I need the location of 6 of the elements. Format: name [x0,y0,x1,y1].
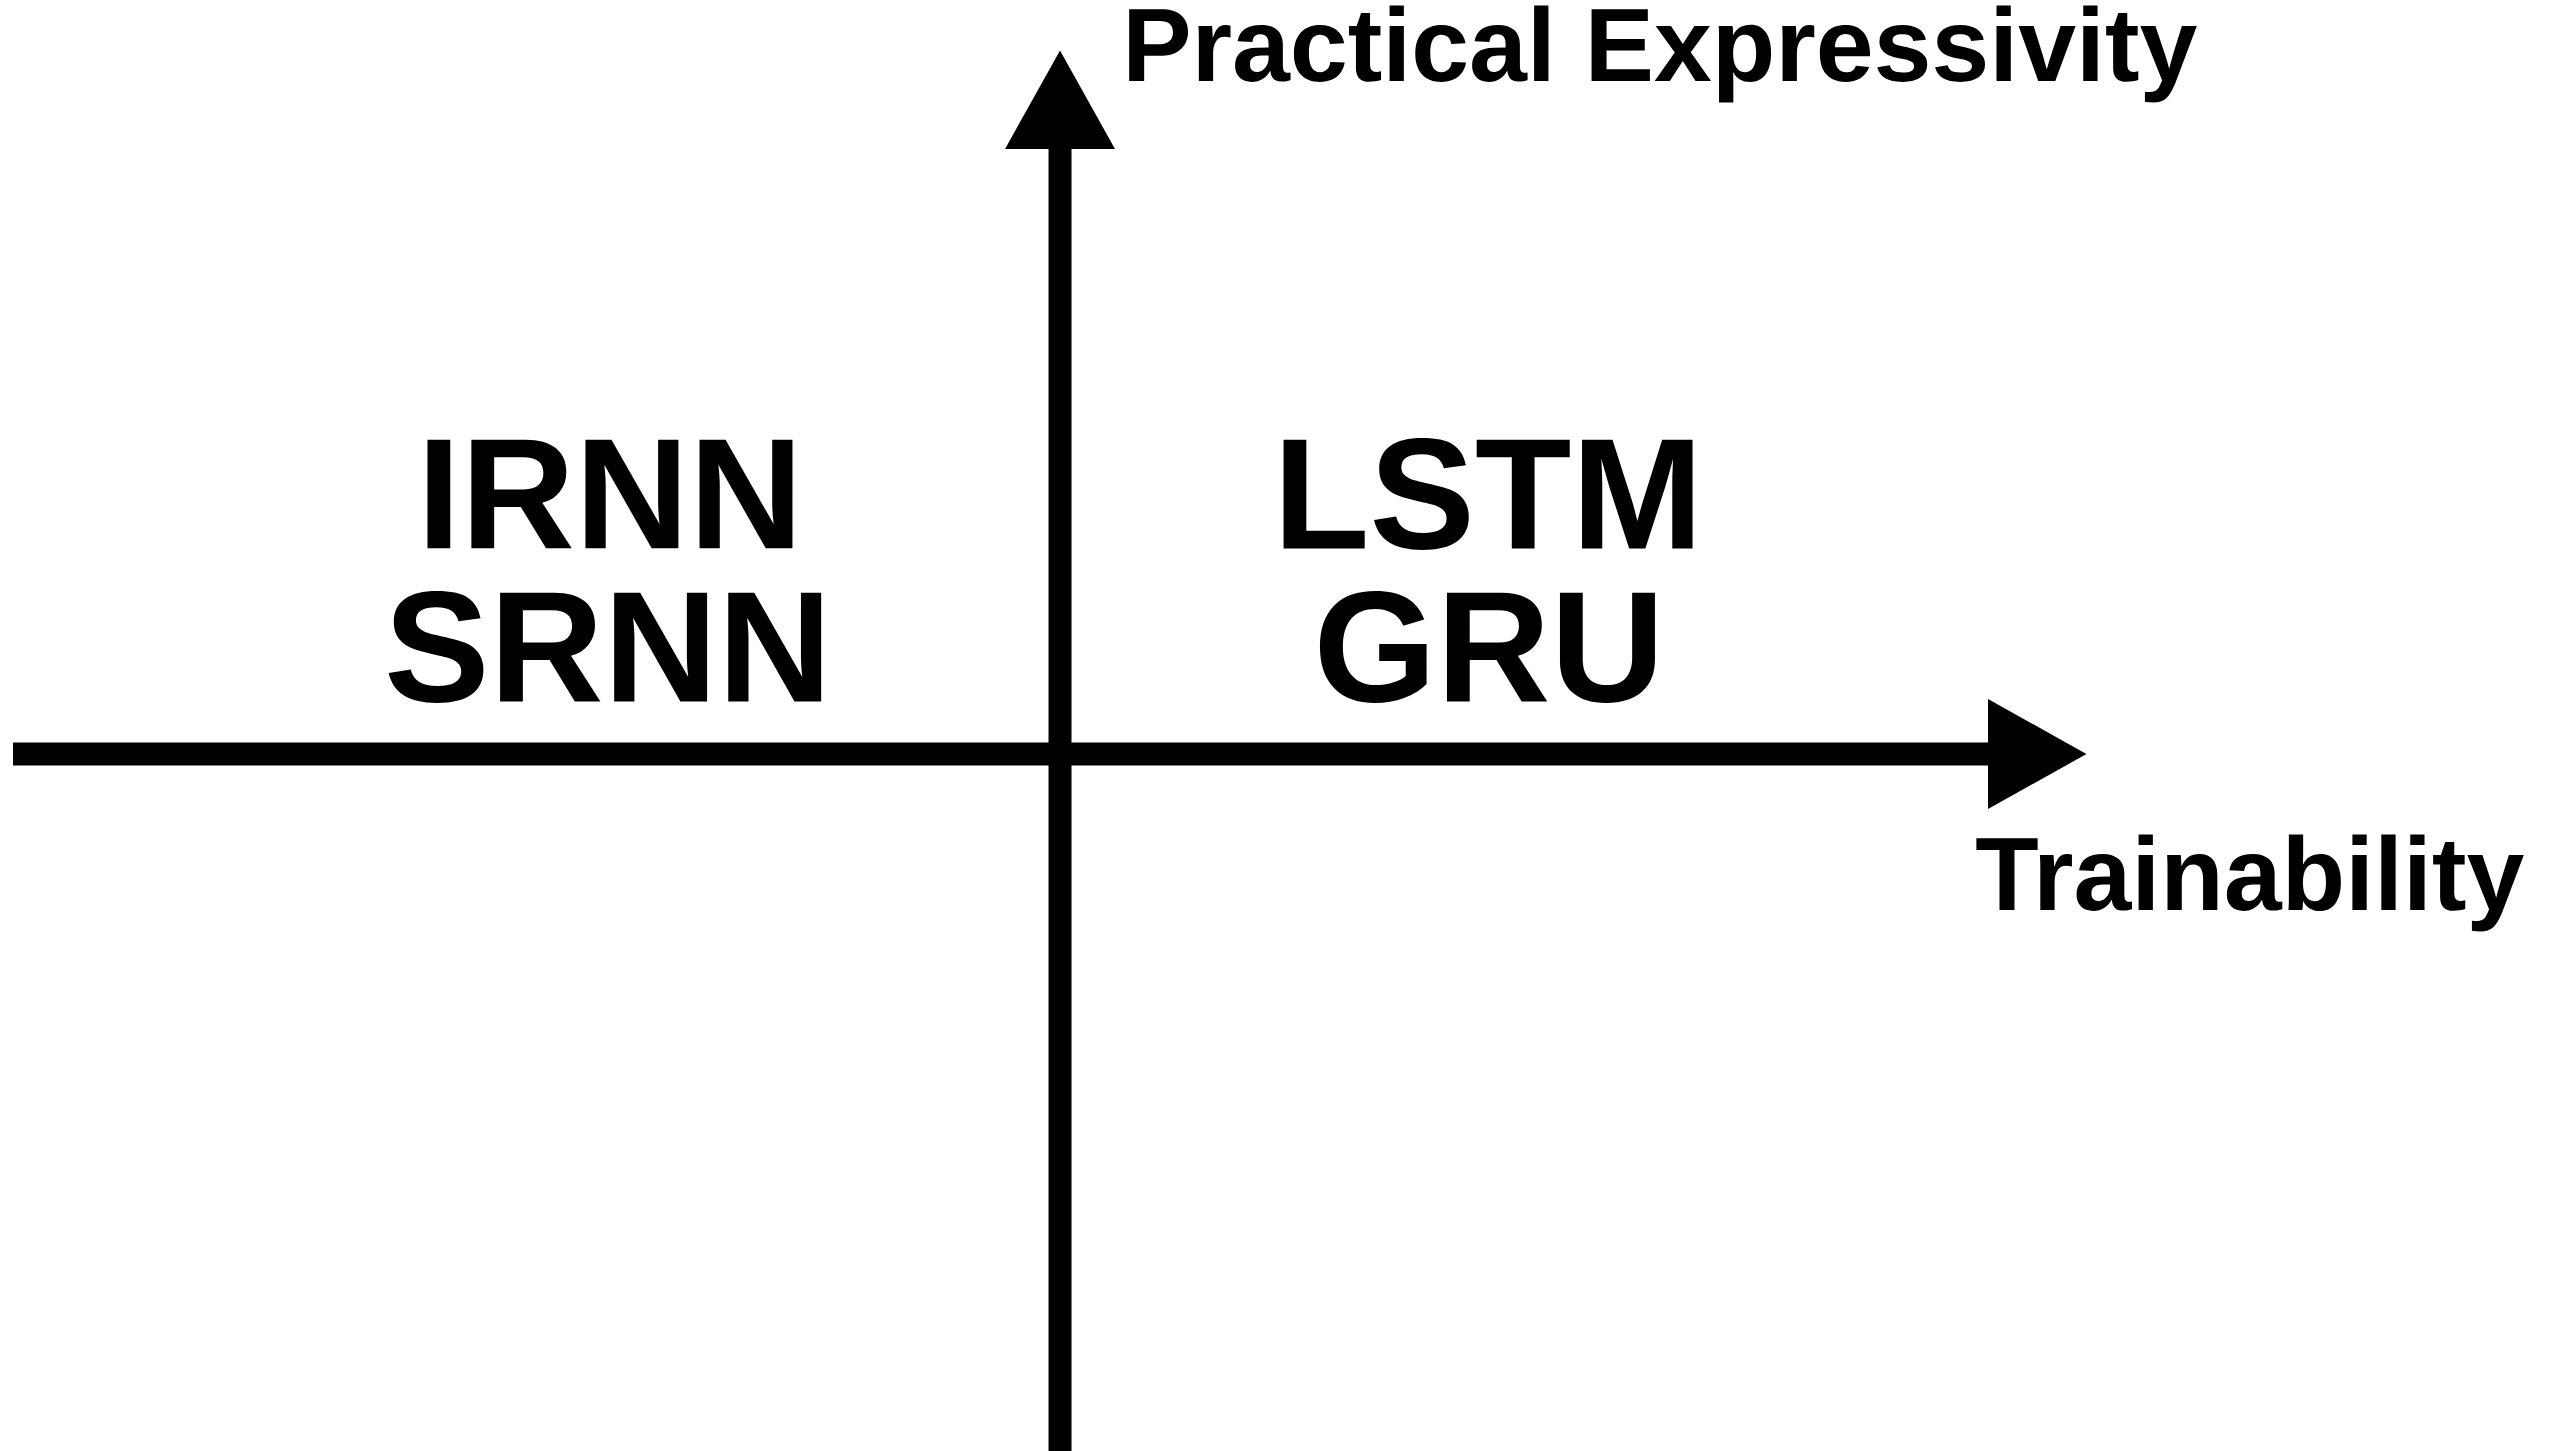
model-label: LSTM [1283,438,1693,550]
model-label: SRNN [388,591,822,703]
model-label: IRNN [427,439,793,549]
model-label: GRU [1319,591,1655,703]
axis-label: Practical Expressivity [1129,5,2197,103]
axis-label: Trainability [1976,834,2524,932]
